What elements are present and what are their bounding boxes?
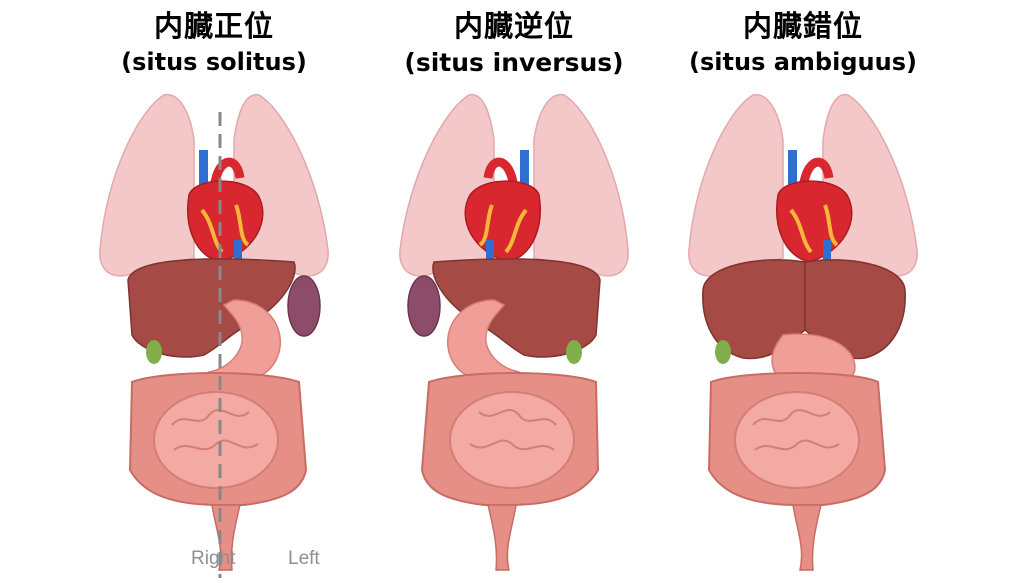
superior-vena-cava [520,150,529,195]
right-label: Right [191,548,236,569]
panel-title: 内臓正位 (situs solitus) [44,9,384,77]
small-intestine [153,391,279,489]
gallbladder [566,340,582,364]
gallbladder [715,340,731,364]
gallbladder [146,340,162,364]
left-lung [822,94,918,277]
panel-situs-ambiguus: 内臓錯位 (situs ambiguus) [633,0,973,585]
rectum [792,504,822,571]
title-latin: (situs ambiguus) [689,48,917,77]
panel-situs-solitus: 内臓正位 (situs solitus) Right Left [44,0,384,585]
coronary-vessels [478,204,528,254]
small-intestine [449,391,575,489]
small-intestine [734,391,860,489]
descending-vein [486,240,494,265]
descending-vein [823,240,831,265]
superior-vena-cava [788,150,797,195]
left-label: Left [288,548,320,569]
title-latin: (situs solitus) [121,48,307,77]
descending-vein [234,240,242,265]
small-intestine-folds [171,409,259,451]
title-japanese: 内臓逆位 [453,9,574,43]
panel-title: 内臓逆位 (situs inversus) [344,9,684,78]
title-latin: (situs inversus) [404,48,624,78]
small-intestine-folds [752,409,840,451]
spleen [407,275,441,337]
panel-title: 内臓錯位 (situs ambiguus) [633,9,973,77]
title-japanese: 内臓錯位 [742,9,863,43]
liver [702,259,906,360]
right-lung [688,94,784,277]
panel-situs-inversus: 内臓逆位 (situs inversus) [344,0,684,585]
title-japanese: 内臓正位 [153,9,274,43]
spleen [287,275,321,337]
small-intestine-folds [469,409,557,451]
left-lung [533,94,629,277]
superior-vena-cava [199,150,208,195]
left-lung [233,94,329,277]
anatomy-illustration [688,94,918,571]
anatomy-illustration [399,94,629,571]
right-lung [99,94,195,277]
coronary-vessels [789,204,839,254]
anatomy-illustration [99,94,329,578]
right-lung [399,94,495,277]
rectum [487,504,517,571]
